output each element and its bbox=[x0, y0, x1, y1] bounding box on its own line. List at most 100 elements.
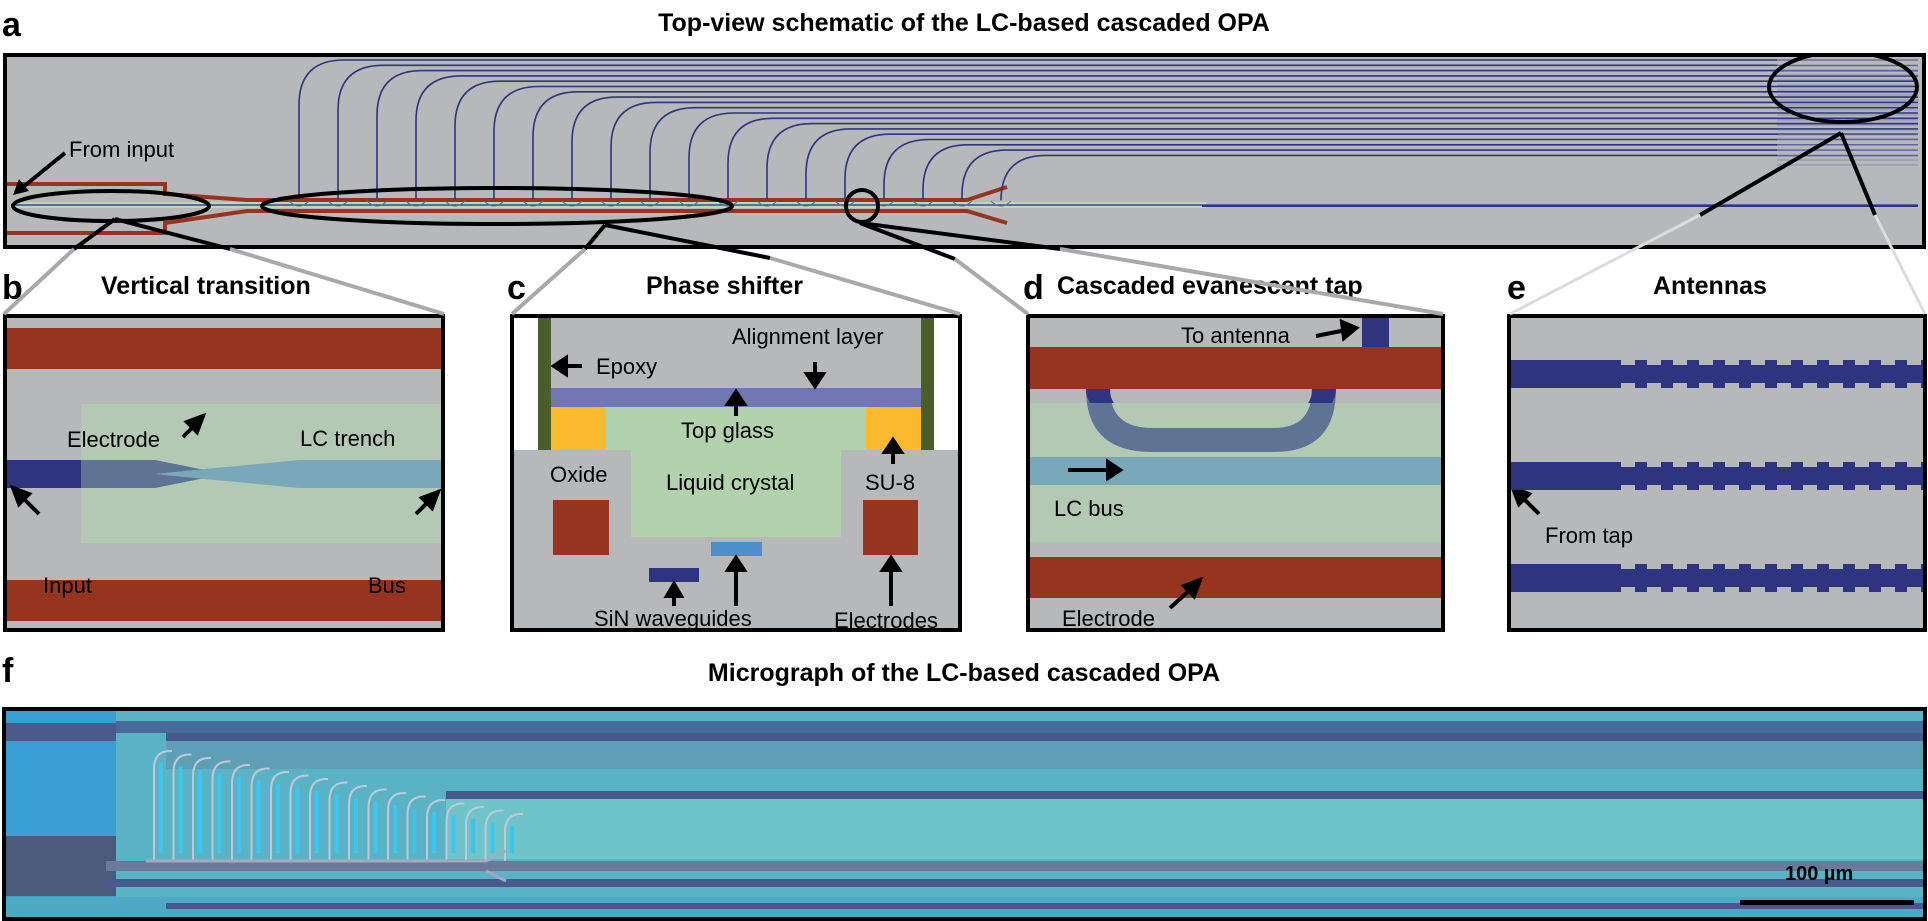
grating-tooth bbox=[1921, 564, 1923, 592]
grating-tooth bbox=[1921, 462, 1923, 490]
arrow-from-tap bbox=[1511, 485, 1541, 516]
sin-waveguides-label: SiN waveguides bbox=[594, 606, 752, 631]
tap-coupler bbox=[795, 200, 817, 207]
epoxy-label: Epoxy bbox=[596, 354, 658, 379]
tap-routing-waveguide bbox=[844, 133, 1918, 199]
lc-bus-taper bbox=[155, 460, 441, 488]
from-input-label: From input bbox=[69, 137, 175, 162]
lc-trench-label: LC trench bbox=[300, 426, 396, 451]
oxide-label: Oxide bbox=[550, 462, 608, 487]
tap-coupler bbox=[639, 200, 661, 207]
micrograph-tap bbox=[153, 750, 172, 861]
arrow-electrode bbox=[181, 412, 207, 439]
tap-routing-waveguide bbox=[610, 101, 1918, 199]
alignment-layer-label: Alignment layer bbox=[732, 324, 884, 349]
tap-routing-waveguide bbox=[532, 91, 1918, 199]
tap-routing-waveguide bbox=[961, 149, 1918, 199]
micrograph-tap bbox=[445, 802, 465, 861]
grating-tooth bbox=[1687, 564, 1699, 592]
panel-b-letter: b bbox=[2, 269, 23, 307]
top-trace bbox=[116, 721, 1923, 733]
arrow-lc-waveguide bbox=[724, 554, 748, 606]
micrograph-tap-gap bbox=[471, 819, 475, 853]
su8-left bbox=[551, 407, 606, 450]
micrograph-tap-gap bbox=[295, 787, 300, 853]
antenna-feed bbox=[1511, 564, 1621, 592]
tap-routing-waveguide bbox=[298, 59, 1918, 199]
antenna-feed bbox=[1511, 360, 1621, 388]
grating-tooth bbox=[1687, 360, 1699, 388]
panel-b-title: Vertical transition bbox=[101, 272, 311, 300]
liquid-crystal-label: Liquid crystal bbox=[666, 470, 795, 495]
tap-coupler bbox=[444, 200, 466, 207]
su8-label: SU-8 bbox=[865, 470, 916, 495]
panel-f-micrograph: 100 µm bbox=[2, 707, 1927, 921]
left-bottom-electrode bbox=[6, 836, 116, 896]
micrograph-tap bbox=[465, 806, 484, 861]
arrow-top-glass bbox=[724, 388, 748, 416]
micrograph-tap-gap bbox=[510, 826, 514, 853]
panel-d-title: Cascaded evanescent tap bbox=[1057, 272, 1363, 300]
grating-tooth bbox=[1739, 360, 1751, 388]
grating-tooth bbox=[1817, 360, 1829, 388]
top-electrode-edge bbox=[166, 733, 1923, 741]
tap-routing-waveguide bbox=[415, 75, 1918, 199]
from-tap-label: From tap bbox=[1545, 523, 1634, 548]
micrograph-tap bbox=[231, 764, 250, 861]
grating-tooth bbox=[1869, 360, 1881, 388]
arrow-lc-bus bbox=[1068, 458, 1124, 482]
tap-coupler bbox=[951, 200, 973, 207]
bottom-electrode bbox=[1030, 557, 1441, 598]
micrograph-tap bbox=[367, 788, 387, 861]
micrograph-tap-gap bbox=[490, 822, 495, 853]
micrograph-tap-gap bbox=[451, 815, 456, 853]
micrograph-tap-gap bbox=[217, 773, 222, 853]
micrograph-tap-gap bbox=[334, 794, 339, 853]
tap-coupler bbox=[366, 200, 388, 207]
tap-routing-waveguide bbox=[571, 96, 1918, 199]
arrow-sin bbox=[663, 580, 685, 606]
phase-shifter-cross-section bbox=[514, 318, 958, 628]
micrograph-tap bbox=[289, 774, 309, 861]
tap-routing-waveguide bbox=[493, 85, 1918, 199]
grating-tooth bbox=[1687, 462, 1699, 490]
micrograph-tap bbox=[426, 799, 445, 861]
arrow-to-antenna bbox=[1315, 318, 1360, 342]
micrograph-tap-gap bbox=[393, 805, 397, 853]
tap-routing-waveguide bbox=[454, 80, 1918, 199]
grating-tooth bbox=[1869, 564, 1881, 592]
bottom-trace bbox=[106, 879, 1923, 887]
lc-region bbox=[446, 799, 1923, 859]
connector-d-left bbox=[953, 257, 1030, 316]
micrograph-tap bbox=[250, 767, 270, 861]
micrograph-tap bbox=[328, 781, 348, 861]
micrograph-image bbox=[6, 711, 1923, 917]
antenna-array bbox=[1511, 360, 1923, 592]
top-electrode bbox=[7, 328, 441, 369]
panel-a-letter: a bbox=[2, 6, 21, 44]
tap-routing-waveguide bbox=[883, 138, 1918, 199]
epoxy-left bbox=[538, 318, 551, 450]
grating-tooth bbox=[1635, 564, 1647, 592]
grating-tooth bbox=[1765, 564, 1777, 592]
micrograph-tap bbox=[172, 753, 192, 861]
panel-f-title: Micrograph of the LC-based cascaded OPA bbox=[707, 659, 1221, 687]
tap-routing-waveguide bbox=[1000, 154, 1918, 201]
panel-e-letter: e bbox=[1507, 269, 1526, 307]
micrograph-tap-gap bbox=[276, 784, 280, 853]
scale-bar-label: 100 µm bbox=[1785, 863, 1854, 885]
panel-c-title: Phase shifter bbox=[646, 272, 804, 300]
antenna-feed bbox=[1511, 462, 1621, 490]
grating-tooth bbox=[1713, 462, 1725, 490]
micrograph-tap-gap bbox=[432, 812, 436, 853]
bus-line bbox=[106, 861, 1923, 871]
tap-routing-waveguide bbox=[337, 64, 1918, 199]
grating-tooth bbox=[1817, 564, 1829, 592]
micrograph-tap bbox=[211, 760, 231, 861]
tap-coupler bbox=[483, 200, 505, 207]
electrode-left bbox=[553, 500, 609, 555]
grating-tooth bbox=[1791, 564, 1803, 592]
grating-tooth bbox=[1895, 462, 1907, 490]
to-antenna-waveguide bbox=[1362, 318, 1389, 347]
micrograph-tap-gap bbox=[159, 763, 163, 853]
